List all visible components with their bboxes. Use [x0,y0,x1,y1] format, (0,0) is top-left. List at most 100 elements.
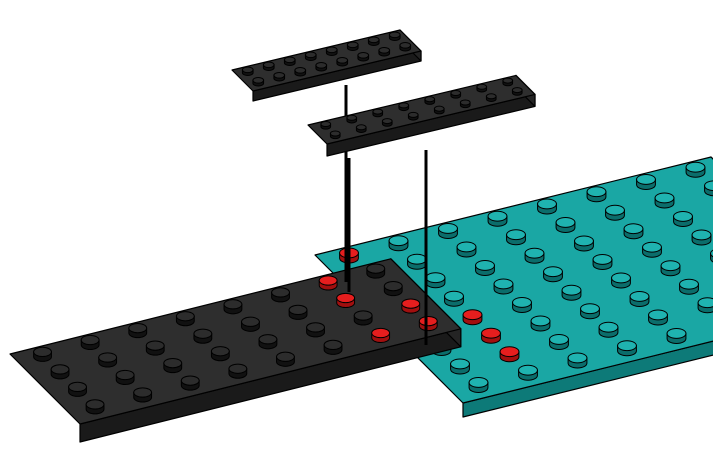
stud-top [211,347,229,356]
stud [624,224,643,239]
stud [587,187,606,202]
stud [544,267,563,282]
stud [347,42,358,50]
stud-top [463,310,482,320]
stud-top [655,193,674,203]
stud-top [434,106,444,111]
stud [426,273,445,288]
stud [445,291,464,306]
stud [354,311,372,325]
red-stud [402,299,420,313]
stud-top [469,378,488,388]
stud-top [667,329,686,339]
red-stud [319,276,337,290]
stud [289,305,307,319]
stud-top [593,255,612,265]
stud-top [229,364,247,373]
stud-top [476,261,495,271]
stud-top [326,47,337,53]
stud [476,261,495,276]
stud-top [347,115,357,120]
stud [599,322,618,337]
stud-top [686,162,705,172]
stud-top [321,121,331,126]
stud-top [384,281,402,290]
stud [400,43,411,51]
stud [649,310,668,325]
stud [525,248,544,263]
stud-top [367,264,385,273]
stud [194,329,212,343]
stud [389,32,400,40]
stud [686,162,705,177]
stud-top [525,248,544,258]
stud-top [400,43,411,49]
stud-top [637,175,656,185]
stud [469,378,488,393]
stud [507,230,526,245]
stud [680,279,699,294]
stud-top [399,103,409,108]
stud-top [425,97,435,102]
stud [425,97,435,105]
stud-top [538,199,557,209]
stud-top [531,316,550,326]
stud [379,48,390,56]
stud-top [649,310,668,320]
stud [434,106,444,114]
stud [637,175,656,190]
stud-top [618,341,637,351]
stud-top [284,57,295,63]
stud-top [606,205,625,215]
stud [181,376,199,390]
stud [129,323,147,337]
stud [337,58,348,66]
stud [451,90,461,98]
red-stud [419,316,437,330]
stud [457,242,476,257]
stud [538,199,557,214]
stud [326,47,337,55]
stud [368,37,379,45]
stud-top [507,230,526,240]
stud-top [513,298,532,308]
stud-top [544,267,563,277]
red-stud [337,293,355,307]
stud-top [330,131,340,136]
stud [253,78,264,86]
stud [519,365,538,380]
stud-top [500,347,519,357]
stud-top [426,273,445,283]
stud [550,335,569,350]
stud-top [337,58,348,64]
stud-top [324,340,342,349]
stud-top [488,211,507,221]
stud [295,68,306,76]
stud-top [307,323,325,332]
stud-top [550,335,569,345]
stud-top [358,53,369,59]
stud-top [680,279,699,289]
stud [176,312,194,326]
stud [618,341,637,356]
stud [513,298,532,313]
stud-top [69,382,87,391]
stud-top [373,109,383,114]
stud-top [503,78,513,83]
stud [134,388,152,402]
stud [531,316,550,331]
stud-top [692,230,711,240]
stud [568,353,587,368]
stud [399,103,409,111]
stud-top [382,119,392,124]
stud [81,335,99,349]
stud-top [368,37,379,43]
stud [284,57,295,65]
stud [477,84,487,92]
stud [698,298,713,313]
stud [164,358,182,372]
stud [389,236,408,251]
stud-top [356,125,366,130]
stud [674,212,693,227]
stud-top [457,242,476,252]
